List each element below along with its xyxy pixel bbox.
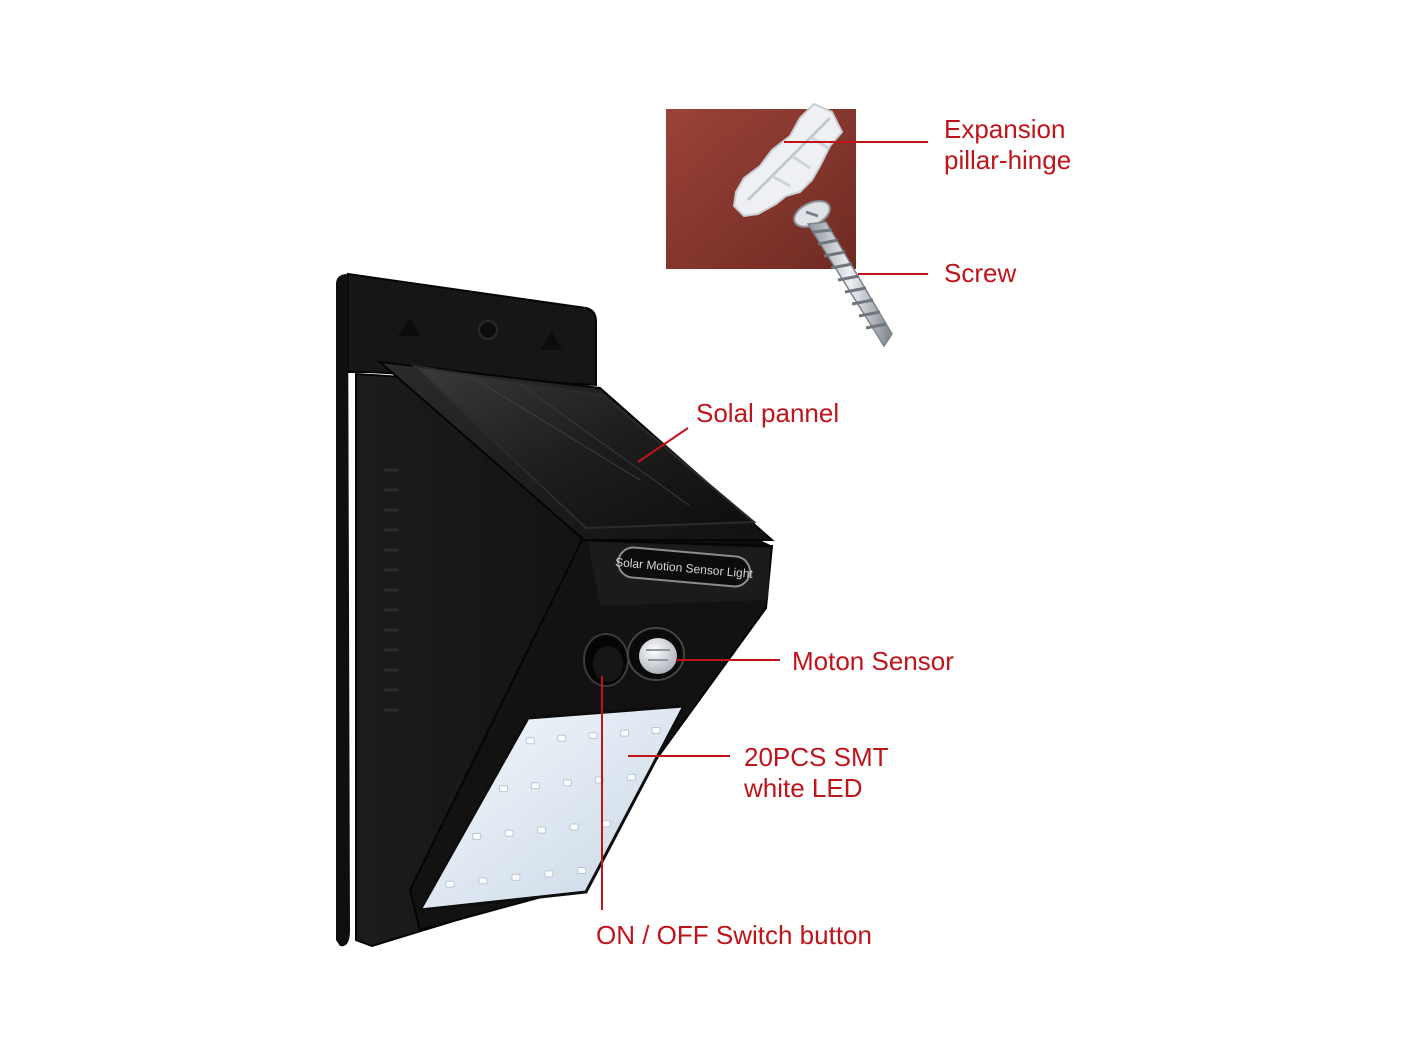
callout-motion-sensor: Moton Sensor bbox=[792, 646, 954, 677]
led-panel bbox=[417, 704, 687, 912]
callout-expansion-line2: pillar-hinge bbox=[944, 145, 1072, 175]
led-dot bbox=[544, 870, 554, 878]
leader-lines bbox=[601, 141, 928, 910]
led-dot bbox=[602, 820, 611, 828]
callout-expansion: Expansion pillar-hinge bbox=[944, 114, 1071, 176]
led-dot bbox=[478, 877, 488, 885]
callout-switch-text: ON / OFF Switch button bbox=[596, 920, 872, 950]
led-dot bbox=[499, 785, 508, 793]
led-dot bbox=[626, 773, 636, 781]
led-dot bbox=[511, 873, 521, 881]
callout-solar-panel: Solal pannel bbox=[696, 398, 839, 429]
led-dot bbox=[562, 779, 572, 787]
led-dot bbox=[577, 867, 587, 874]
led-dot bbox=[472, 832, 482, 840]
led-dot bbox=[525, 737, 535, 745]
callout-led-line2: white LED bbox=[744, 773, 863, 803]
callout-motion-sensor-text: Moton Sensor bbox=[792, 646, 954, 676]
pir-sensor-icon bbox=[627, 627, 685, 681]
callout-led: 20PCS SMT white LED bbox=[744, 742, 889, 804]
solar-panel bbox=[410, 364, 757, 530]
led-dot bbox=[445, 880, 455, 888]
led-dot bbox=[530, 782, 540, 790]
led-dot bbox=[557, 734, 567, 742]
screw-icon bbox=[793, 200, 893, 348]
led-dot bbox=[620, 729, 630, 737]
leader-solar-panel bbox=[637, 427, 689, 463]
back-plate bbox=[336, 272, 597, 947]
callout-screw-text: Screw bbox=[944, 258, 1017, 288]
led-dot bbox=[569, 823, 579, 831]
led-dot bbox=[537, 826, 547, 834]
callout-expansion-line1: Expansion bbox=[944, 114, 1066, 144]
product-name-plate: Solar Motion Sensor Light bbox=[615, 546, 754, 588]
led-dot bbox=[504, 829, 514, 837]
callout-switch: ON / OFF Switch button bbox=[596, 920, 872, 951]
callout-screw: Screw bbox=[944, 258, 1016, 289]
callout-solar-panel-text: Solal pannel bbox=[696, 398, 840, 428]
power-switch-icon bbox=[583, 633, 629, 687]
callout-led-line1: 20PCS SMT bbox=[744, 742, 889, 772]
led-dots bbox=[445, 727, 661, 888]
led-dot bbox=[651, 727, 661, 734]
led-dot bbox=[588, 732, 598, 740]
